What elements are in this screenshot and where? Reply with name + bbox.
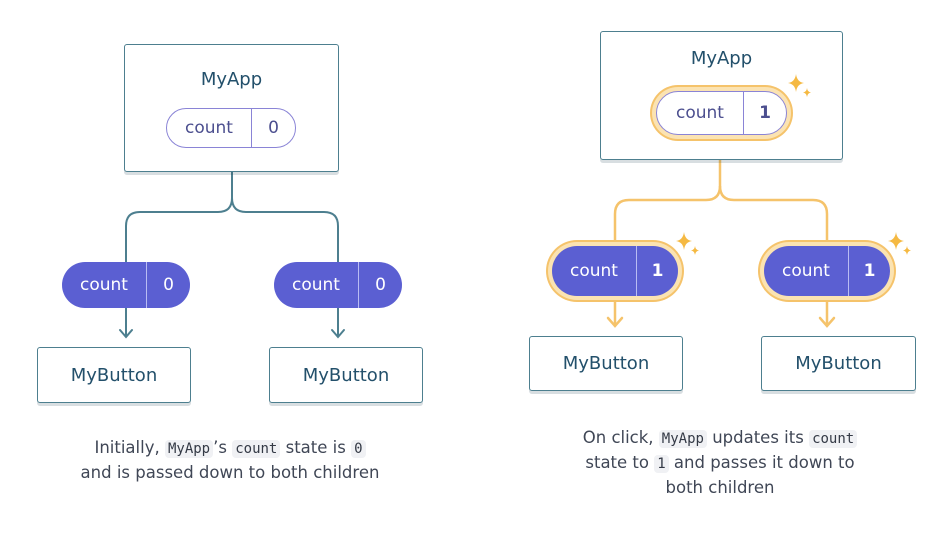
- caption-code: MyApp: [658, 430, 707, 448]
- left-mybutton-node-2: MyButton: [269, 347, 423, 403]
- mybutton-label: MyButton: [302, 364, 390, 386]
- count-label: count: [782, 261, 830, 281]
- caption-text: state is: [280, 438, 352, 457]
- mybutton-label: MyButton: [70, 364, 158, 386]
- count-label: count: [676, 103, 724, 123]
- right-child2-count-pill: count 1: [764, 246, 890, 296]
- left-myapp-node: MyApp count 0: [124, 44, 339, 172]
- caption-code: count: [809, 430, 858, 448]
- mybutton-label: MyButton: [562, 353, 650, 374]
- count-value: 1: [848, 246, 890, 296]
- left-caption: Initially, MyApp’s count state is 0 and …: [30, 436, 430, 485]
- left-mybutton-node-1: MyButton: [37, 347, 191, 403]
- caption-text: and is passed down to both children: [80, 463, 380, 482]
- caption-text: and passes it down to: [668, 453, 855, 472]
- right-caption: On click, MyApp updates its count state …: [522, 426, 918, 500]
- caption-code: 0: [351, 440, 366, 458]
- sparkle-icon: [888, 232, 911, 255]
- sparkle-icon: [788, 74, 811, 97]
- left-myapp-title: MyApp: [200, 69, 263, 90]
- count-label: count: [570, 261, 618, 281]
- left-myapp-count-pill: count 0: [166, 108, 296, 148]
- right-mybutton-node-1: MyButton: [529, 336, 683, 391]
- right-myapp-count-pill: count 1: [656, 91, 787, 135]
- count-value: 0: [146, 262, 190, 308]
- caption-text: ’s: [213, 438, 233, 457]
- caption-text: Initially,: [94, 438, 165, 457]
- caption-code: 1: [654, 455, 669, 473]
- caption-text: both children: [665, 478, 775, 497]
- left-child1-count-pill: count 0: [62, 262, 190, 308]
- count-value: 0: [251, 109, 295, 147]
- caption-text: state to: [585, 453, 655, 472]
- right-mybutton-node-2: MyButton: [761, 336, 916, 391]
- sparkle-icon: [676, 232, 699, 255]
- right-myapp-title: MyApp: [690, 48, 753, 69]
- caption-code: count: [232, 440, 281, 458]
- count-label: count: [185, 118, 233, 138]
- count-label: count: [80, 275, 128, 295]
- caption-code: MyApp: [164, 440, 214, 458]
- count-value: 1: [636, 246, 678, 296]
- count-value: 1: [743, 92, 786, 134]
- caption-text: On click,: [582, 428, 659, 447]
- mybutton-label: MyButton: [795, 353, 882, 374]
- count-value: 0: [358, 262, 402, 308]
- count-label: count: [292, 275, 340, 295]
- left-child2-count-pill: count 0: [274, 262, 402, 308]
- right-child1-count-pill: count 1: [552, 246, 678, 296]
- caption-text: updates its: [706, 428, 810, 447]
- right-myapp-node: MyApp count 1: [600, 31, 843, 160]
